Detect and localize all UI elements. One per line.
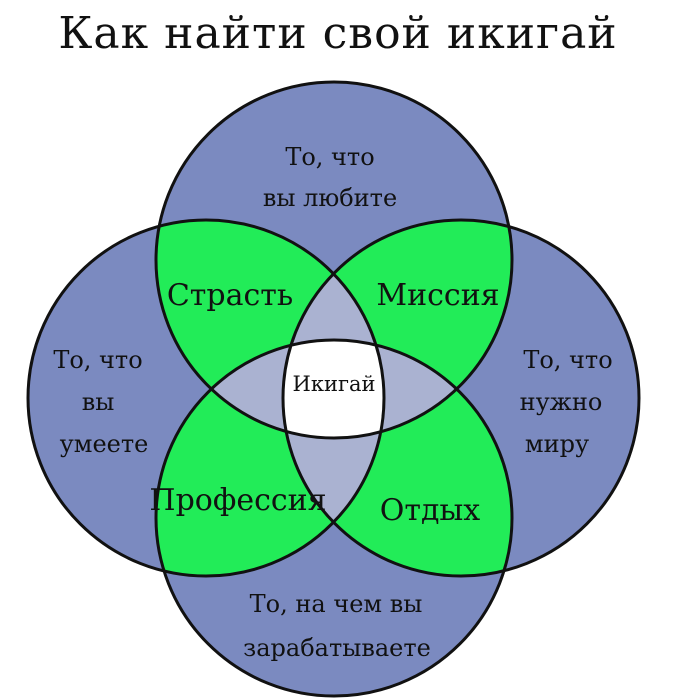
left-label-line2: вы bbox=[82, 388, 115, 416]
circle-top-outline bbox=[154, 80, 514, 440]
page-title: Как найти свой икигай bbox=[58, 8, 618, 59]
profession-label: Профессия bbox=[149, 483, 326, 518]
left-label-line1: То, что bbox=[53, 346, 142, 374]
lens-bottom bbox=[283, 340, 384, 576]
ikigai-center-label: Икигай bbox=[293, 372, 376, 396]
vocation-label: Отдых bbox=[380, 493, 481, 528]
bottom-label-line2: зарабатываете bbox=[243, 634, 431, 662]
mission-label: Миссия bbox=[376, 278, 499, 313]
passion-label: Страсть bbox=[167, 278, 293, 313]
left-label-line3: умеете bbox=[60, 430, 149, 458]
circle-left-outline bbox=[26, 218, 386, 578]
top-label-line2: вы любите bbox=[263, 184, 397, 212]
right-label-line2: нужно bbox=[520, 388, 603, 416]
right-label-line1: То, что bbox=[523, 346, 612, 374]
circle-right-outline bbox=[281, 218, 641, 578]
right-label-line3: миру bbox=[525, 430, 589, 458]
bottom-label-line1: То, на чем вы bbox=[250, 590, 423, 618]
top-label-line1: То, что bbox=[285, 143, 374, 171]
circle-bottom-outline bbox=[154, 338, 514, 698]
